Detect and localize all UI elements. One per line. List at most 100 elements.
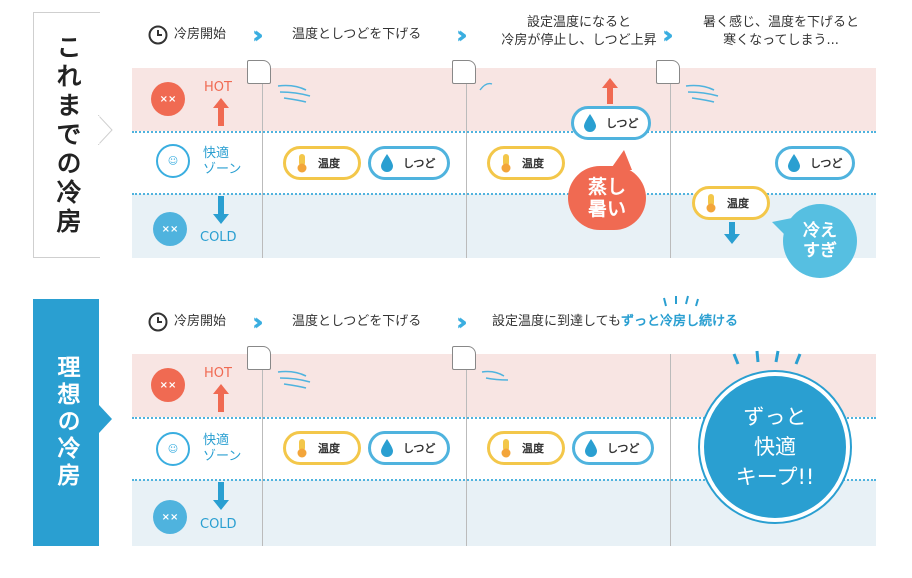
temperature-pill-label: 温度 xyxy=(727,197,749,210)
cold-face-icon: ×× xyxy=(153,500,187,534)
bubble-tail xyxy=(610,150,632,170)
comfort-label-line1: 快適 xyxy=(203,146,230,161)
thermometer-icon xyxy=(496,152,516,174)
temperature-pill-label: 温度 xyxy=(318,157,340,170)
humidity-pill-label: しつど xyxy=(810,157,843,170)
too-cold-bubble: 冷えすぎ xyxy=(783,204,857,278)
temperature-pill-label: 温度 xyxy=(318,442,340,455)
humidity-pill: しつど xyxy=(775,146,855,180)
keep-comfort-bubble: ずっと 快適 キープ!! xyxy=(700,372,850,522)
aircon-icon xyxy=(452,346,476,370)
aircon-icon xyxy=(452,60,476,84)
step-divider xyxy=(670,68,671,258)
humidity-pill: しつど xyxy=(368,146,450,180)
top-hot-zone xyxy=(132,68,876,131)
step-divider xyxy=(466,68,467,258)
wind-icon xyxy=(479,82,493,91)
thermometer-icon xyxy=(292,152,312,174)
comfort-face-icon: ☺ xyxy=(156,144,190,178)
zone-divider xyxy=(132,131,876,133)
too-cold-bubble-line2: すぎ xyxy=(803,241,837,261)
zone-divider xyxy=(132,479,876,481)
wind-icon xyxy=(685,84,719,103)
arrow-down-icon xyxy=(213,482,229,510)
hot-label: HOT xyxy=(204,366,232,381)
top-step-stop-line1: 設定温度になると xyxy=(526,15,631,30)
top-step-lower: 温度としつどを下げる xyxy=(292,27,422,42)
hot-face-icon: ×× xyxy=(151,82,185,116)
temperature-pill: 温度 xyxy=(692,186,770,220)
temperature-pill-label: 温度 xyxy=(522,157,544,170)
muggy-bubble-line2: 暑い xyxy=(587,198,626,220)
bottom-step-keep-emphasis: ずっと冷房し続ける xyxy=(620,314,738,329)
step-divider xyxy=(670,354,671,546)
old-label-pointer xyxy=(98,115,113,145)
wind-icon xyxy=(277,84,311,103)
step-divider xyxy=(262,354,263,546)
arrow-down-icon xyxy=(213,196,229,224)
aircon-icon xyxy=(247,60,271,84)
chevron-right-icon: ›› xyxy=(662,21,673,49)
cold-label: COLD xyxy=(200,517,237,532)
step-divider xyxy=(466,354,467,546)
muggy-bubble-line1: 蒸し xyxy=(587,176,626,198)
hot-label: HOT xyxy=(204,80,232,95)
humidity-pill-label: しつど xyxy=(606,117,639,130)
bottom-step-keep-prefix: 設定温度に到達しても xyxy=(492,314,621,329)
chevron-right-icon: ›› xyxy=(456,308,467,336)
top-step-start: 冷房開始 xyxy=(174,27,227,42)
water-drop-icon xyxy=(580,112,600,134)
humidity-pill-label: しつど xyxy=(403,442,436,455)
comfort-face-icon: ☺ xyxy=(156,432,190,466)
hot-face-icon: ×× xyxy=(151,368,185,402)
humidity-pill: しつど xyxy=(571,106,651,140)
top-step-stop-line2: 冷房が停止し、しつど上昇 xyxy=(501,33,657,48)
water-drop-icon xyxy=(377,152,397,174)
comfort-label-line2: ゾーン xyxy=(203,449,242,464)
chevron-right-icon: ›› xyxy=(456,21,467,49)
arrow-up-icon xyxy=(602,78,618,104)
comfort-label: 快適 ゾーン xyxy=(203,146,241,178)
zone-divider xyxy=(132,417,876,419)
too-cold-bubble-line1: 冷え xyxy=(803,221,837,241)
ideal-label-pointer xyxy=(99,405,112,433)
top-step-cold: 暑く感じ、温度を下げると 寒くなってしまう... xyxy=(692,14,870,50)
water-drop-icon xyxy=(377,437,397,459)
temperature-pill: 温度 xyxy=(283,146,361,180)
bottom-step-keep: 設定温度に到達してもずっと冷房し続ける xyxy=(492,313,738,331)
arrow-up-icon xyxy=(213,384,229,412)
top-step-stop: 設定温度になると 冷房が停止し、しつど上昇 xyxy=(490,14,668,50)
ideal-cooling-label: 理想の冷房 xyxy=(33,299,99,546)
bottom-step-start: 冷房開始 xyxy=(174,314,227,329)
comfort-label-line2: ゾーン xyxy=(203,162,242,177)
water-drop-icon xyxy=(581,437,601,459)
wind-icon xyxy=(481,370,509,381)
cold-face-icon: ×× xyxy=(153,212,187,246)
muggy-bubble: 蒸し暑い xyxy=(568,166,646,230)
aircon-icon xyxy=(656,60,680,84)
old-cooling-label-text: これまでの冷房 xyxy=(53,33,82,237)
bottom-step-lower: 温度としつどを下げる xyxy=(292,314,422,329)
ideal-cooling-label-text: 理想の冷房 xyxy=(53,355,79,490)
top-step-cold-line2: 寒くなってしまう... xyxy=(723,33,839,48)
sparkle-icon xyxy=(663,295,699,307)
sparkle-icon xyxy=(732,350,802,365)
aircon-icon xyxy=(247,346,271,370)
cold-label: COLD xyxy=(200,230,237,245)
humidity-pill: しつど xyxy=(368,431,450,465)
keep-comfort-line1: ずっと xyxy=(743,405,807,429)
humidity-pill-label: しつど xyxy=(403,157,436,170)
chevron-right-icon: ›› xyxy=(252,308,263,336)
keep-comfort-line3: キープ!! xyxy=(735,465,815,489)
temperature-pill: 温度 xyxy=(283,431,361,465)
old-cooling-label: これまでの冷房 xyxy=(33,12,100,258)
comfort-label: 快適 ゾーン xyxy=(203,433,241,465)
zone-divider xyxy=(132,193,876,195)
humidity-pill-label: しつど xyxy=(607,442,640,455)
step-divider xyxy=(262,68,263,258)
arrow-down-icon xyxy=(724,222,740,244)
keep-comfort-line2: 快適 xyxy=(753,435,796,459)
temperature-pill: 温度 xyxy=(487,146,565,180)
arrow-up-icon xyxy=(213,98,229,126)
wind-icon xyxy=(277,370,311,389)
